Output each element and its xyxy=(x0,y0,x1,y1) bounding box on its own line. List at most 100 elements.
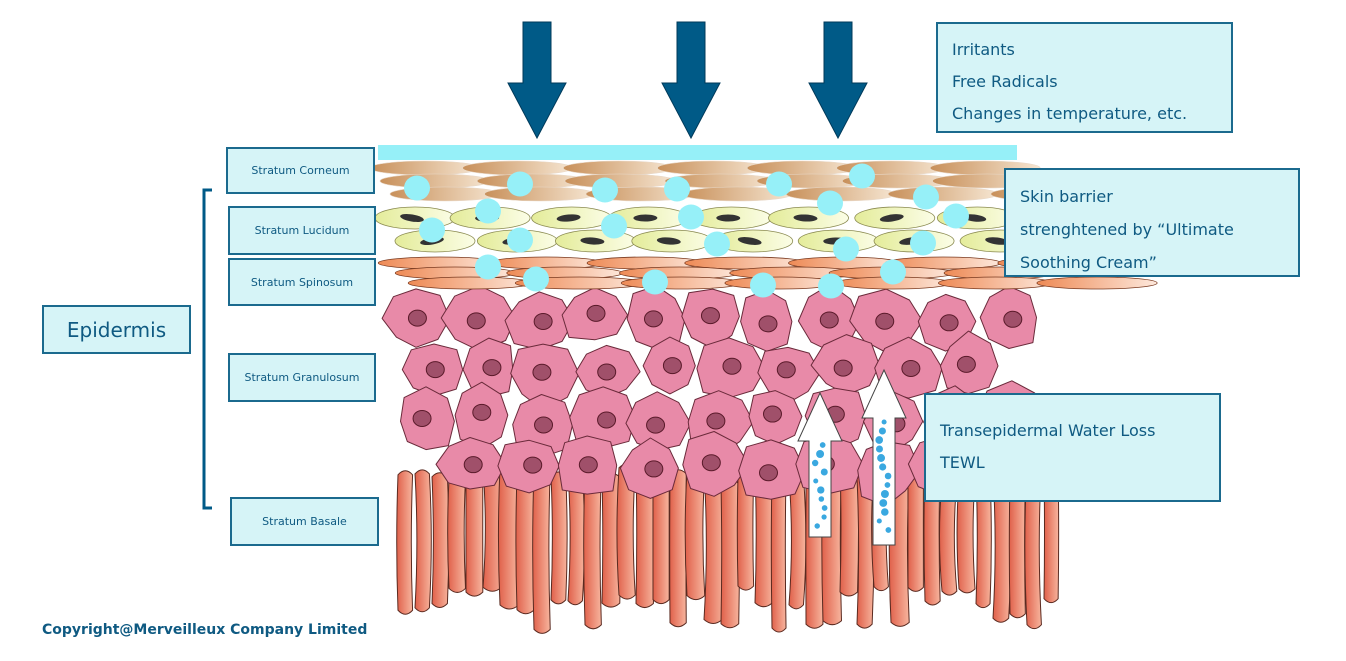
basal-cell xyxy=(550,471,568,605)
barrier-line-1: Skin barrier xyxy=(1020,187,1113,206)
layer-label-basale: Stratum Basale xyxy=(230,497,379,546)
cell-nucleus xyxy=(597,411,617,429)
skin-barrier-box: Skin barrier strenghtened by “Ultimate S… xyxy=(1004,168,1300,277)
cell-nucleus xyxy=(701,454,721,472)
water-bubble-icon xyxy=(884,482,891,488)
cream-droplet xyxy=(678,204,704,230)
cream-droplet xyxy=(664,176,690,202)
corneocyte xyxy=(564,173,676,189)
water-bubble-icon xyxy=(821,514,827,520)
corneocyte xyxy=(484,186,595,202)
water-bubble-icon xyxy=(819,442,826,448)
water-bubble-icon xyxy=(818,496,825,502)
basal-cell xyxy=(396,470,414,615)
cell-nucleus xyxy=(533,312,553,330)
water-bubble-icon xyxy=(817,486,825,494)
cream-droplet xyxy=(833,236,859,262)
water-bubble-icon xyxy=(878,427,886,435)
barrier-line-3: Soothing Cream” xyxy=(1020,253,1157,272)
cell-nucleus xyxy=(737,237,762,245)
cream-droplet xyxy=(766,171,792,197)
cell-nucleus xyxy=(482,359,502,377)
cell-nucleus xyxy=(643,310,663,328)
cell-nucleus xyxy=(716,214,741,222)
water-bubble-icon xyxy=(881,419,887,425)
bracket xyxy=(202,188,212,510)
cell-nucleus xyxy=(819,311,839,329)
cream-droplet xyxy=(475,254,501,280)
spinous-cell xyxy=(407,276,533,290)
cell-nucleus xyxy=(633,214,658,222)
cell-nucleus xyxy=(762,405,782,423)
tewl-line-2: TEWL xyxy=(940,453,985,472)
cell-nucleus xyxy=(706,412,726,430)
cell-nucleus xyxy=(400,214,424,222)
cell-nucleus xyxy=(466,312,486,330)
epidermis-label: Epidermis xyxy=(42,305,191,354)
cell-nucleus xyxy=(407,309,427,327)
water-bubble-icon xyxy=(875,436,884,444)
water-bubble-icon xyxy=(816,450,825,458)
basal-cell xyxy=(652,479,670,605)
cell-nucleus xyxy=(1003,310,1023,328)
cell-nucleus xyxy=(759,464,779,482)
cream-droplet xyxy=(523,266,549,292)
cell-nucleus xyxy=(662,357,682,375)
corneocyte xyxy=(379,173,491,189)
cream-droplet xyxy=(704,231,730,257)
cream-droplet xyxy=(601,213,627,239)
cell-nucleus xyxy=(412,409,432,427)
water-bubble-icon xyxy=(881,508,889,516)
down-arrow-icon xyxy=(808,21,868,140)
stimulus-temperature: Changes in temperature, etc. xyxy=(952,104,1188,123)
corneocyte xyxy=(563,160,674,176)
cell-nucleus xyxy=(700,307,720,325)
down-arrow-icon xyxy=(661,21,721,140)
water-bubble-icon xyxy=(876,518,882,524)
spinous-cell xyxy=(620,276,743,290)
layer-label-spinosum: Stratum Spinosum xyxy=(228,258,376,306)
basal-cell xyxy=(431,472,450,608)
cream-droplet xyxy=(849,163,875,189)
basal-cell xyxy=(669,469,687,628)
cell-nucleus xyxy=(463,456,483,474)
cream-droplet xyxy=(475,198,501,224)
stimulus-irritants: Irritants xyxy=(952,40,1015,59)
water-bubble-icon xyxy=(821,505,828,511)
cell-nucleus xyxy=(901,359,921,377)
barrier-line-2: strenghtened by “Ultimate xyxy=(1020,220,1234,239)
cell-nucleus xyxy=(646,416,666,434)
basal-cell xyxy=(720,479,740,629)
cell-nucleus xyxy=(722,357,742,375)
cell-nucleus xyxy=(556,214,581,222)
cell-nucleus xyxy=(425,361,445,379)
water-bubble-icon xyxy=(885,527,892,533)
cream-droplet xyxy=(943,203,969,229)
corneocyte xyxy=(887,186,999,202)
water-bubble-icon xyxy=(820,468,828,476)
cream-droplet xyxy=(910,230,936,256)
water-bubble-icon xyxy=(877,454,886,462)
water-bubble-icon xyxy=(813,478,819,484)
basal-cell xyxy=(601,472,622,608)
cell-nucleus xyxy=(580,237,605,245)
cell-nucleus xyxy=(532,363,552,381)
cell-nucleus xyxy=(875,312,895,330)
water-bubble-icon xyxy=(880,490,889,498)
cell-nucleus xyxy=(776,361,796,379)
cell-nucleus xyxy=(597,363,617,381)
cell-nucleus xyxy=(793,214,818,222)
water-bubble-icon xyxy=(811,459,819,467)
tewl-box: Transepidermal Water Loss TEWL xyxy=(924,393,1221,502)
cream-droplet xyxy=(913,184,939,210)
cream-droplet xyxy=(404,175,430,201)
cream-droplet xyxy=(817,190,843,216)
cell-nucleus xyxy=(534,416,554,434)
protective-film xyxy=(378,145,1017,160)
stimulus-free-radicals: Free Radicals xyxy=(952,72,1058,91)
cell-nucleus xyxy=(578,456,598,474)
cream-droplet xyxy=(880,259,906,285)
water-bubble-icon xyxy=(879,463,887,471)
water-bubble-icon xyxy=(875,445,883,453)
tewl-line-1: Transepidermal Water Loss xyxy=(940,421,1156,440)
